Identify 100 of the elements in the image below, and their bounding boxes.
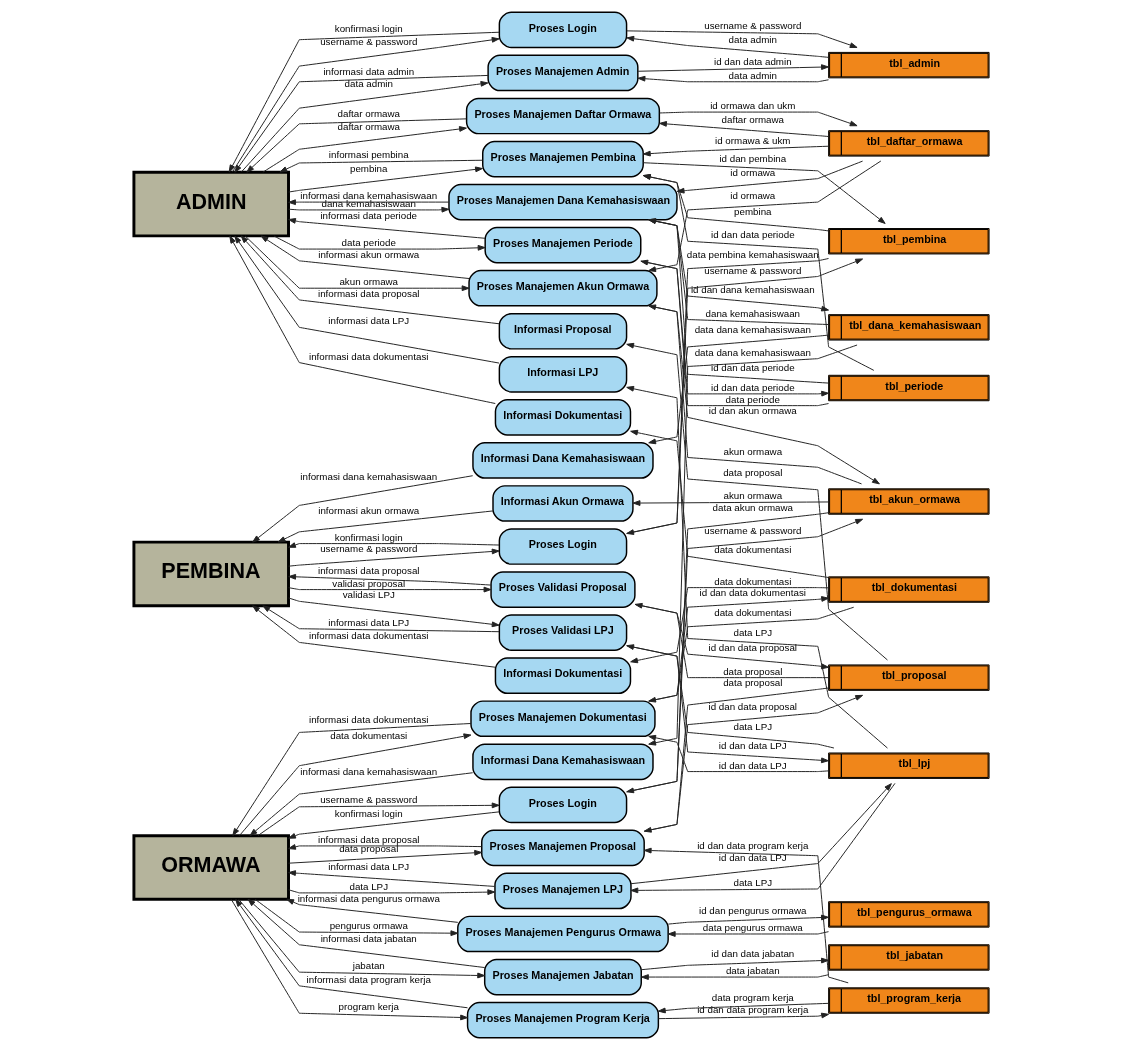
node-box: Proses Manajemen Program Kerja xyxy=(466,1001,660,1039)
arrow xyxy=(247,898,486,969)
edge-label: id dan data proposal xyxy=(708,642,798,654)
edge-label: dana kemahasiswaan xyxy=(321,198,416,209)
arrow xyxy=(279,159,483,173)
arrow xyxy=(641,974,829,980)
edge-label: validasi proposal xyxy=(332,577,406,589)
edge-label: data dana kemahasiswaan xyxy=(694,346,811,358)
arrow xyxy=(234,235,500,364)
node-box: Informasi Proposal xyxy=(498,312,628,350)
arrow xyxy=(642,174,829,232)
edge-label: id dan data admin xyxy=(713,56,792,68)
arrow xyxy=(642,174,875,371)
node-box: PEMBINA xyxy=(132,540,290,608)
arrow xyxy=(238,898,486,979)
arrow xyxy=(643,847,849,984)
edge-label: data dokumentasi xyxy=(714,607,792,618)
node-box: ORMAWA xyxy=(132,834,290,901)
node-box: Proses Manajemen Jabatan xyxy=(483,958,642,996)
edge-label: konfirmasi login xyxy=(334,22,403,34)
arrow xyxy=(657,1002,829,1014)
edge-label: username & password xyxy=(704,19,802,31)
edge-label: validasi LPJ xyxy=(342,589,395,601)
edge-label: akun ormawa xyxy=(723,489,783,501)
arrow xyxy=(643,694,864,832)
edge-label: daftar ormawa xyxy=(721,113,784,125)
edge-label: id dan data LPJ xyxy=(718,851,787,863)
edge-label: data dokumentasi xyxy=(330,730,408,742)
node-box: Informasi Dokumentasi xyxy=(494,657,632,695)
edge-label: id dan data periode xyxy=(710,381,795,393)
edge-label: id dan data program kerja xyxy=(697,839,809,851)
edge-label: informasi data program kerja xyxy=(306,973,431,985)
arrow xyxy=(626,518,864,793)
edge-label: id ormawa & ukm xyxy=(715,135,791,147)
edge-label: data dana kemahasiswaan xyxy=(694,324,811,336)
edge-label: pembina xyxy=(734,205,772,217)
edge-label: daftar ormawa xyxy=(337,107,400,119)
arrow xyxy=(288,199,450,206)
arrow xyxy=(252,605,496,668)
arrow xyxy=(626,342,888,661)
node-box: Informasi Dana Kemahasiswaan xyxy=(472,442,654,479)
arrow xyxy=(277,510,494,543)
node-box: Proses Manajemen Akun Ormawa xyxy=(468,269,658,307)
arrow xyxy=(249,772,474,836)
edge-label: jabatan xyxy=(352,960,385,972)
arrow xyxy=(286,898,459,923)
edge-label: data dokumentasi xyxy=(714,575,792,587)
node-box: Proses Manajemen Dana Kemahasiswaan xyxy=(448,183,678,221)
edge-label: data admin xyxy=(728,69,777,81)
node-box: Proses Manajemen Admin xyxy=(487,54,639,92)
arrow xyxy=(288,597,500,628)
edge-label: program kerja xyxy=(338,1001,399,1013)
edge-label: informasi data pengurus ormawa xyxy=(297,892,440,904)
edge-label: data LPJ xyxy=(733,877,773,889)
edge-label: id dan data proposal xyxy=(708,700,798,712)
edge-label: id dan akun ormawa xyxy=(708,405,797,417)
arrow xyxy=(676,160,864,194)
edge-label: informasi data proposal xyxy=(317,564,420,576)
arrow xyxy=(262,605,500,633)
edge-label: username & password xyxy=(320,793,418,805)
edge-label: pengurus ormawa xyxy=(329,920,408,932)
edge-label: konfirmasi login xyxy=(334,807,403,819)
edge-label: data periode xyxy=(725,393,780,405)
node-box: Proses Manajemen Dokumentasi xyxy=(470,700,656,738)
arrow xyxy=(288,870,496,887)
edge-label: informasi data dokumentasi xyxy=(309,713,429,725)
arrow xyxy=(288,811,500,839)
edge-label: data admin xyxy=(344,77,393,89)
arrow xyxy=(643,687,829,833)
arrow xyxy=(257,802,500,836)
edge-label: data admin xyxy=(728,33,777,45)
edge-label: id dan pengurus ormawa xyxy=(699,905,807,917)
edge-label: informasi pembina xyxy=(328,149,409,161)
edge-label: data program kerja xyxy=(711,991,794,1003)
edge-label: id ormawa dan ukm xyxy=(710,100,796,112)
arrow xyxy=(648,734,829,773)
arrow xyxy=(288,218,486,239)
edge-label: pembina xyxy=(350,162,388,174)
edge-label: data pembina kemahasiswaan xyxy=(686,248,819,260)
edge-label: informasi data periode xyxy=(320,209,418,221)
arrow xyxy=(637,75,829,83)
edge-label: data LPJ xyxy=(733,720,773,732)
edge-label: dana kemahasiswaan xyxy=(705,307,801,319)
edge-label: konfirmasi login xyxy=(334,531,403,543)
edge-label: data periode xyxy=(341,237,396,249)
arrow xyxy=(648,160,882,273)
arrow xyxy=(642,145,829,157)
node-box: Proses Validasi LPJ xyxy=(498,614,628,651)
arrow xyxy=(626,385,888,749)
edge-label: id dan data periode xyxy=(710,229,795,241)
arrow xyxy=(288,849,483,864)
edge-label: id ormawa xyxy=(730,190,776,202)
arrow xyxy=(648,344,858,746)
arrow xyxy=(288,548,500,567)
node-box: Proses Login xyxy=(498,528,628,565)
edge-label: informasi data LPJ xyxy=(328,616,410,628)
arrow xyxy=(240,235,500,325)
edge-label: data LPJ xyxy=(349,880,389,892)
node-box: Proses Manajemen Pembina xyxy=(482,140,644,178)
arrow xyxy=(648,334,829,445)
